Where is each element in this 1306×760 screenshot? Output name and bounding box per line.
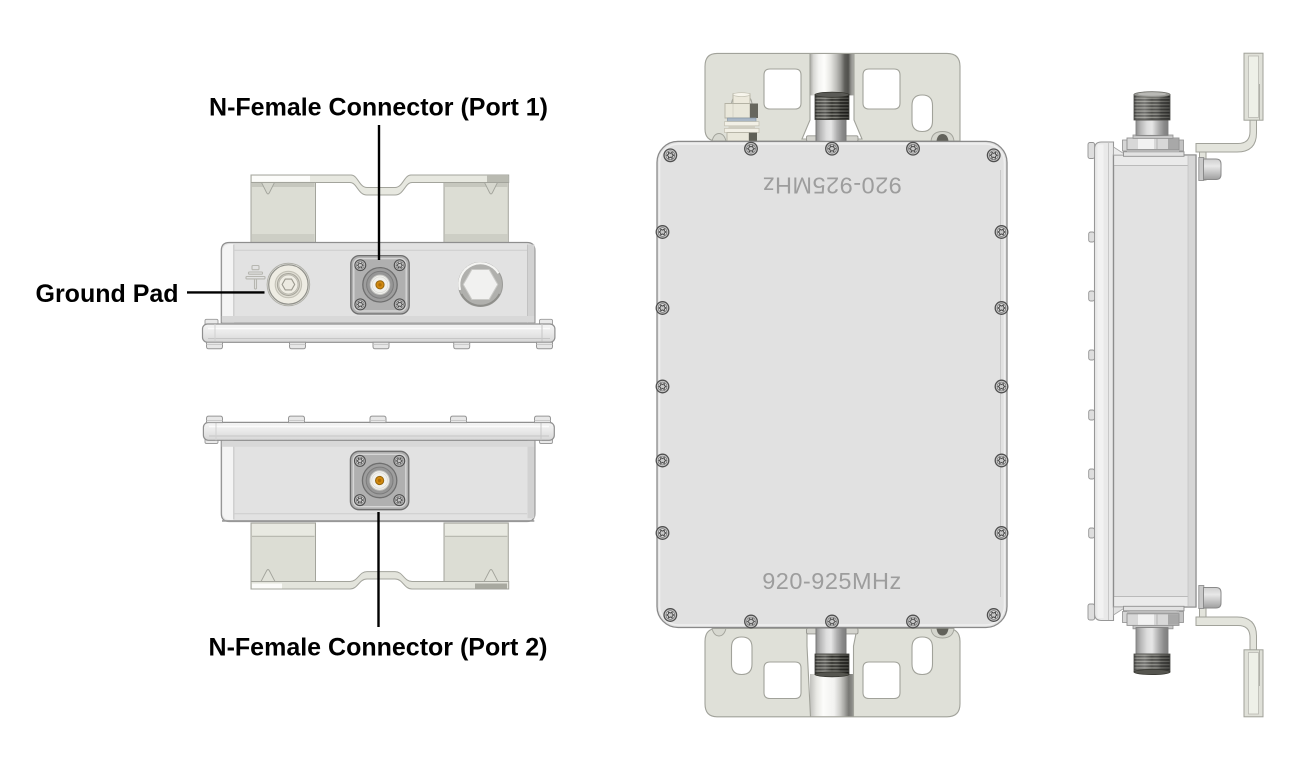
svg-text:920-925MHz: 920-925MHz [762, 568, 902, 594]
svg-text:N-Female Connector (Port 1): N-Female Connector (Port 1) [209, 94, 548, 122]
svg-text:Ground Pad: Ground Pad [36, 280, 179, 308]
svg-text:920-925MHz: 920-925MHz [762, 173, 902, 199]
svg-text:N-Female Connector (Port 2): N-Female Connector (Port 2) [209, 634, 548, 662]
